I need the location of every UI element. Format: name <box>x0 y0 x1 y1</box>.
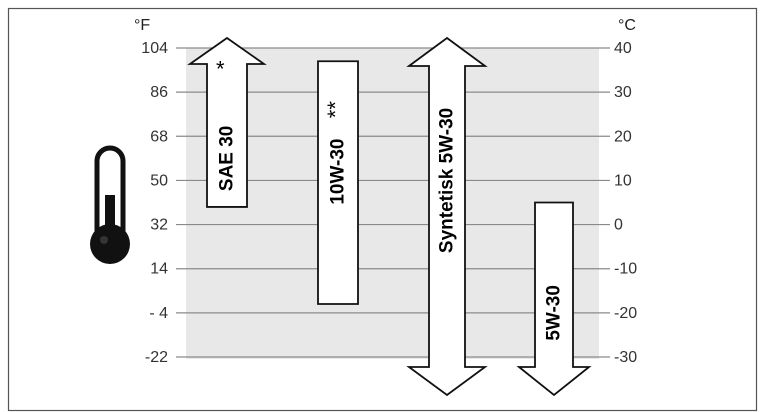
fahrenheit-unit: °F <box>134 17 150 34</box>
fahrenheit-tick-label: 50 <box>150 172 168 189</box>
temperature-band <box>186 48 599 359</box>
celsius-axis: 40 30 20 10 0 -10 -20 -30 <box>614 40 637 366</box>
celsius-tick-label: 30 <box>614 84 632 101</box>
celsius-tick-label: 20 <box>614 128 632 145</box>
oil-grade-footnote-mark: * <box>216 57 225 82</box>
oil-range-arrow <box>516 201 592 397</box>
fahrenheit-tick-label: 104 <box>141 40 168 57</box>
fahrenheit-tick-label: - 4 <box>149 305 168 322</box>
oil-grade-label: SAE 30 <box>217 126 238 191</box>
fahrenheit-tick-label: -22 <box>145 349 168 366</box>
celsius-tick-label: 0 <box>614 217 623 234</box>
oil-range-arrow <box>317 60 359 305</box>
fahrenheit-axis: 104 86 68 50 32 14 - 4 -22 <box>141 40 168 366</box>
celsius-unit: °C <box>618 17 636 34</box>
oil-grade-footnote-mark: ** <box>323 101 348 119</box>
fahrenheit-tick-label: 14 <box>150 261 168 278</box>
oil-range-arrow <box>406 36 488 397</box>
celsius-tick-label: 10 <box>614 172 632 189</box>
fahrenheit-tick-label: 68 <box>150 128 168 145</box>
celsius-tick-label: 40 <box>614 40 632 57</box>
celsius-tick-label: -10 <box>614 261 637 278</box>
oil-grade-label: 5W-30 <box>544 285 565 341</box>
celsius-tick-label: -20 <box>614 305 637 322</box>
oil-grade-label: 10W-30 <box>328 139 349 205</box>
thermometer-icon <box>90 145 130 264</box>
oil-grade-label: Syntetisk 5W-30 <box>437 108 458 253</box>
oil-ranges: SAE 30 * 10W-30 ** Syntetisk 5W-30 5W-30 <box>187 36 592 397</box>
celsius-tick-label: -30 <box>614 349 637 366</box>
fahrenheit-tick-label: 32 <box>150 217 168 234</box>
oil-range-arrow <box>187 36 267 208</box>
fahrenheit-tick-label: 86 <box>150 84 168 101</box>
